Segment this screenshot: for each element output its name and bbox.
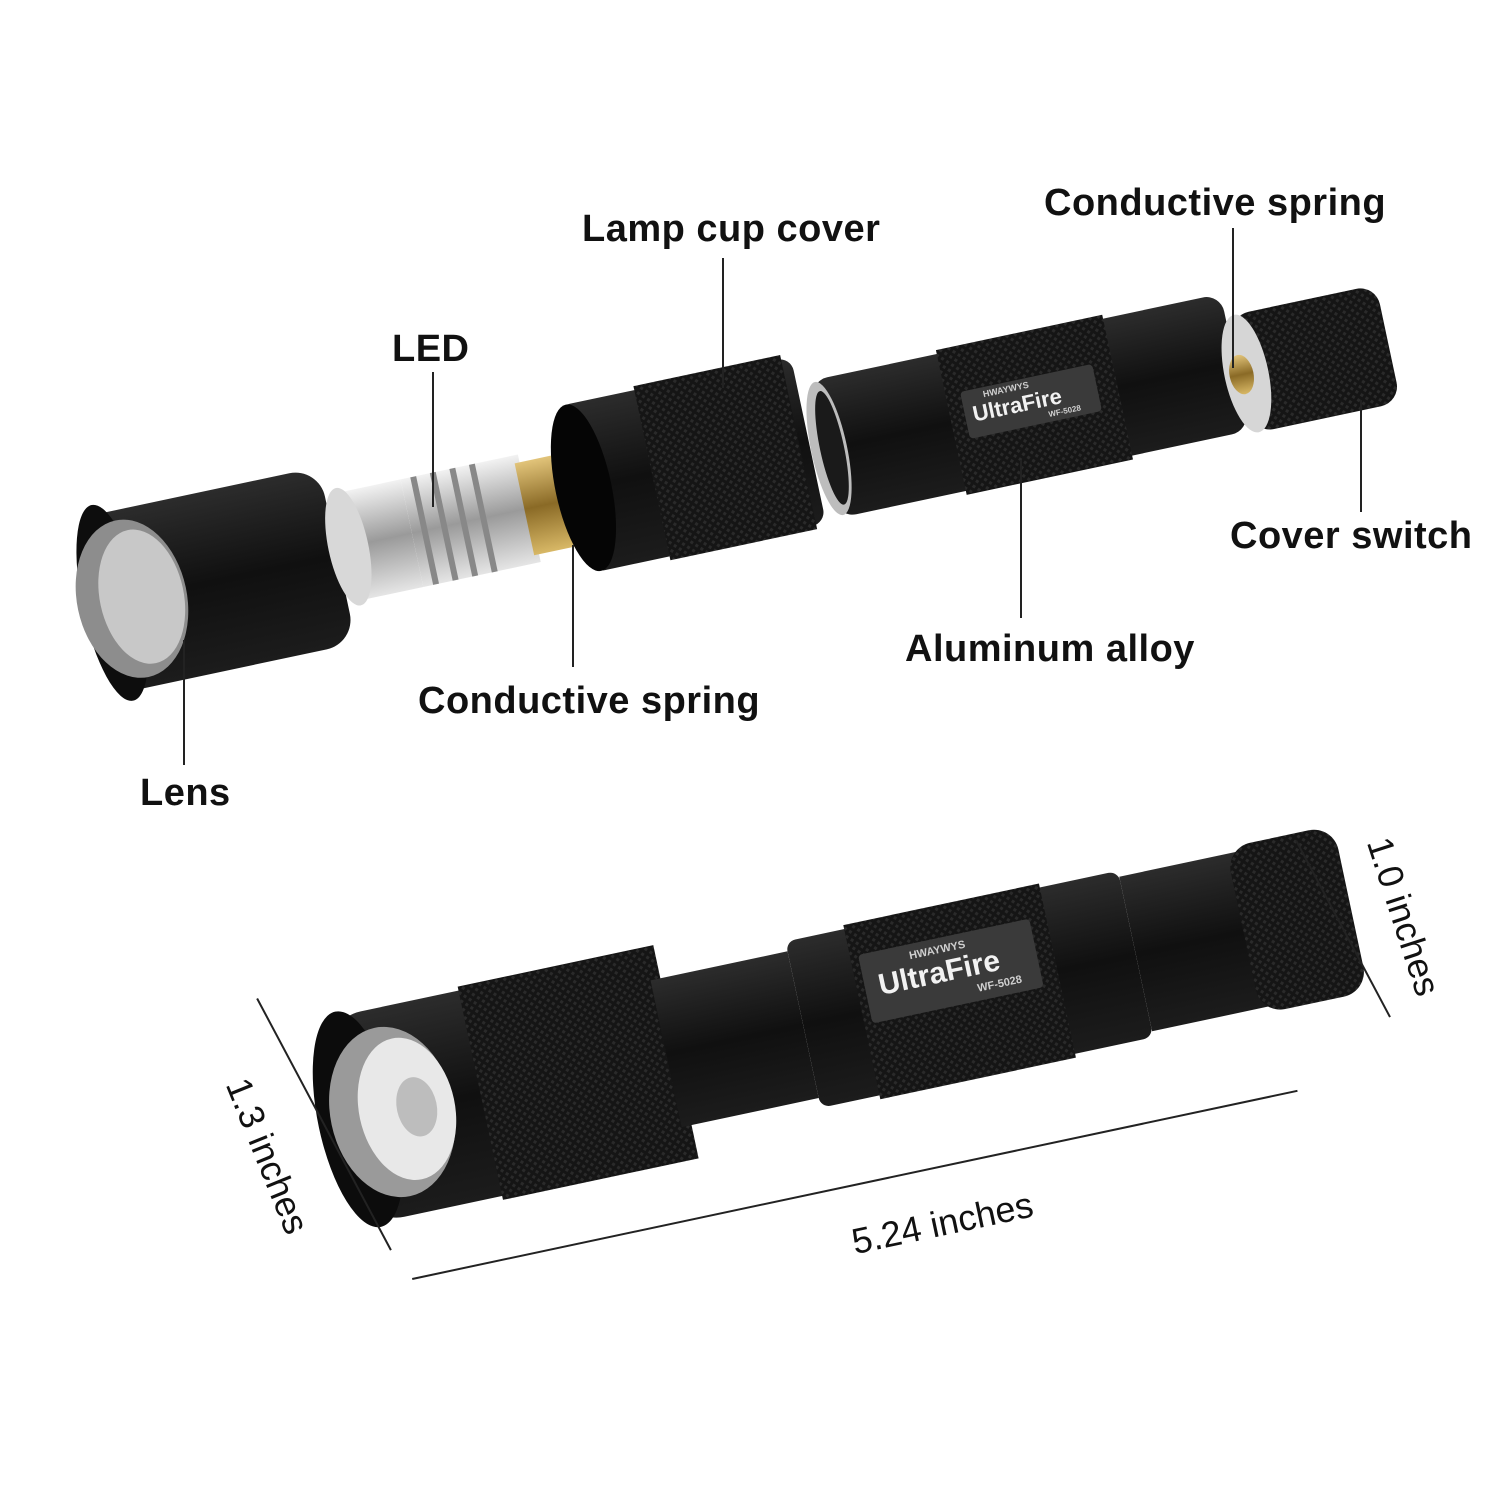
label-lamp-cup-cover: Lamp cup cover	[582, 208, 881, 250]
label-aluminum-alloy: Aluminum alloy	[905, 628, 1195, 670]
exploded-parts	[75, 288, 1398, 701]
leader-cover-switch	[1360, 400, 1362, 512]
label-cover-switch: Cover switch	[1230, 515, 1473, 557]
leader-conductive-spring-top	[1232, 228, 1234, 368]
label-conductive-spring-top: Conductive spring	[1044, 182, 1387, 224]
leader-conductive-spring-bottom	[572, 545, 574, 667]
label-conductive-spring-bottom: Conductive spring	[418, 680, 761, 722]
label-lens: Lens	[140, 772, 231, 814]
assembled-flashlight	[312, 829, 1364, 1228]
leader-led	[432, 372, 434, 507]
leader-lens	[183, 640, 185, 765]
leader-aluminum-alloy	[1020, 460, 1022, 618]
label-led: LED	[392, 328, 470, 370]
leader-lamp-cup-cover	[722, 258, 724, 388]
